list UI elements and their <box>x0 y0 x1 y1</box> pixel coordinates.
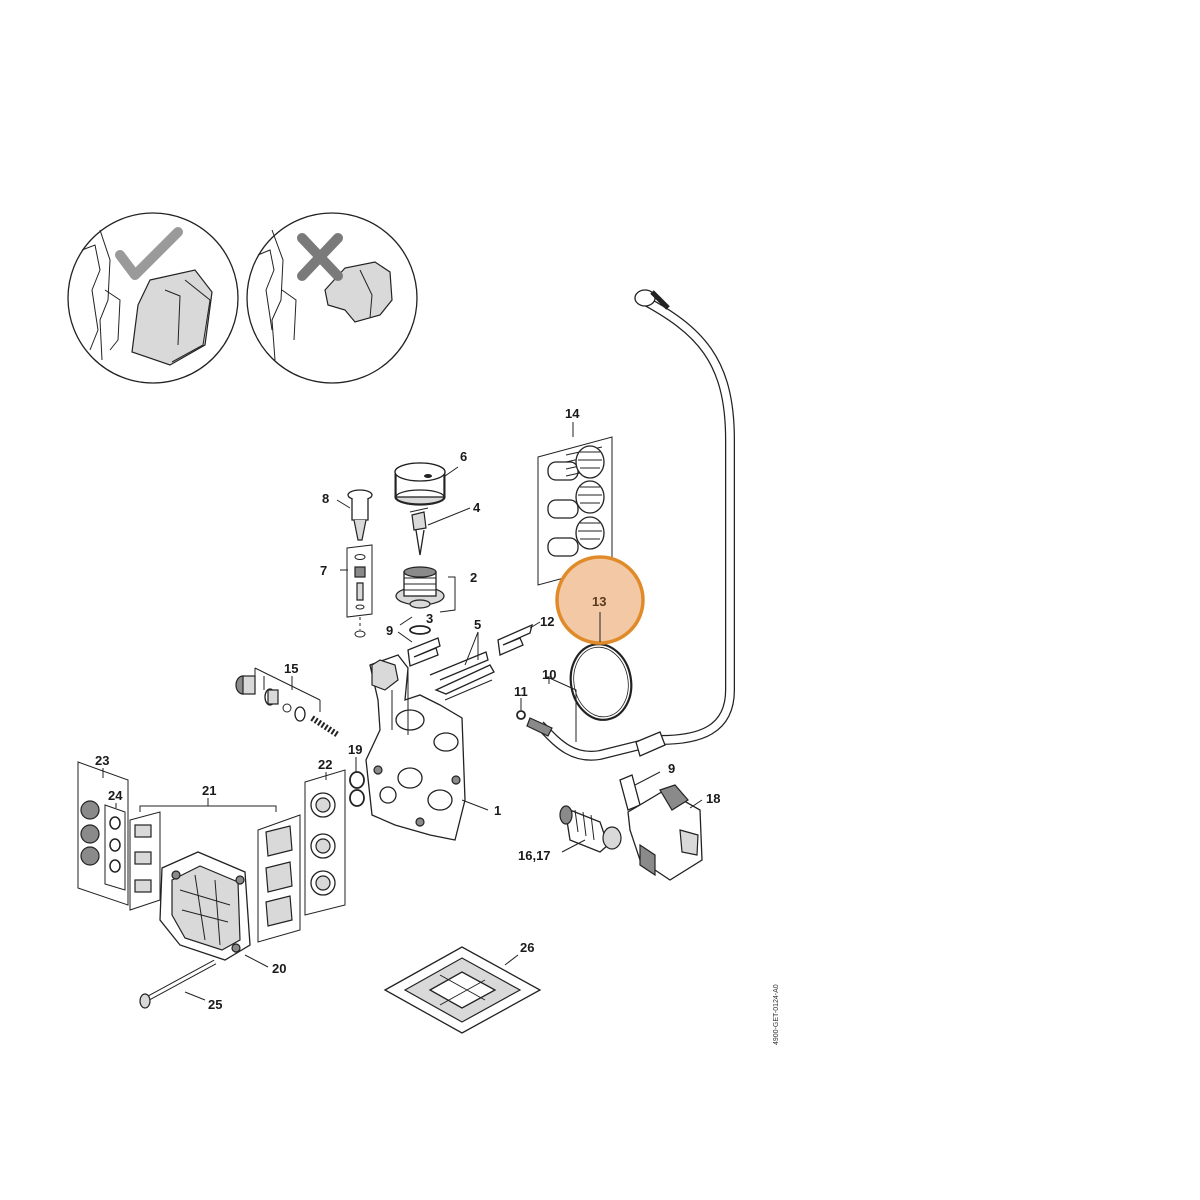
callout-26: 26 <box>520 940 534 955</box>
valve-set-part-23 <box>77 761 129 906</box>
callout-labels: 1 2 3 4 5 6 7 8 9 9 10 11 12 13 14 15 16… <box>95 406 720 1012</box>
sensor-part-18 <box>627 784 703 881</box>
callout-21: 21 <box>202 783 216 798</box>
callout-11: 11 <box>514 684 528 699</box>
cross-icon <box>297 233 343 281</box>
callout-9a: 9 <box>386 623 393 638</box>
plug-part-2 <box>395 566 445 609</box>
bracket-10 <box>544 675 577 742</box>
o-rings-part-24 <box>104 804 126 891</box>
o-rings-part-19 <box>349 771 365 807</box>
callout-10: 10 <box>542 667 556 682</box>
cylinder-head-part-20 <box>159 851 251 961</box>
highlight-marker-13 <box>555 555 645 645</box>
valve-set-part-15 <box>235 667 340 738</box>
callout-15: 15 <box>284 661 298 676</box>
clip-part-9a <box>407 637 441 667</box>
callout-19: 19 <box>348 742 362 757</box>
checkmark-icon <box>115 227 183 280</box>
callout-20: 20 <box>272 961 286 976</box>
callout-2: 2 <box>470 570 477 585</box>
callout-8: 8 <box>322 491 329 506</box>
callout-13: 13 <box>592 594 606 609</box>
leader-lines <box>102 422 703 1001</box>
callout-14: 14 <box>565 406 580 421</box>
o-ring-part-13 <box>569 643 633 721</box>
callout-16-17: 16,17 <box>518 848 551 863</box>
valve-part-8 <box>347 489 373 541</box>
reference-code: 4900-GET-0124-A0 <box>773 984 780 1045</box>
o-ring-part-11 <box>516 710 526 720</box>
inset-incorrect <box>246 212 418 384</box>
clip-part-12 <box>497 623 533 656</box>
callout-7: 7 <box>320 563 327 578</box>
valve-part-16-17 <box>559 805 622 853</box>
callout-5: 5 <box>474 617 481 632</box>
hose-part-10 <box>526 289 735 761</box>
callout-22: 22 <box>318 757 332 772</box>
callout-23: 23 <box>95 753 109 768</box>
callout-6: 6 <box>460 449 467 464</box>
o-ring-part-3 <box>409 625 431 635</box>
cap-part-6 <box>394 462 446 506</box>
callout-3: 3 <box>426 611 433 626</box>
callout-12: 12 <box>540 614 554 629</box>
callout-24: 24 <box>108 788 123 803</box>
valve-set-part-14 <box>537 422 613 586</box>
callout-1: 1 <box>494 803 501 818</box>
callout-9b: 9 <box>668 761 675 776</box>
valve-part-4 <box>409 507 429 556</box>
screw-part-25 <box>139 959 217 1009</box>
callout-25: 25 <box>208 997 222 1012</box>
callout-18: 18 <box>706 791 720 806</box>
valve-set-part-7 <box>346 544 373 638</box>
clip-part-5 <box>429 651 495 701</box>
pump-housing-part-1 <box>365 654 466 841</box>
piston-set-part-21 <box>129 805 301 943</box>
callout-4: 4 <box>473 500 481 515</box>
clip-part-9b <box>619 774 641 811</box>
seal-set-part-22 <box>304 769 346 916</box>
inset-correct <box>67 212 239 384</box>
gasket-set-part-26 <box>383 946 542 1034</box>
